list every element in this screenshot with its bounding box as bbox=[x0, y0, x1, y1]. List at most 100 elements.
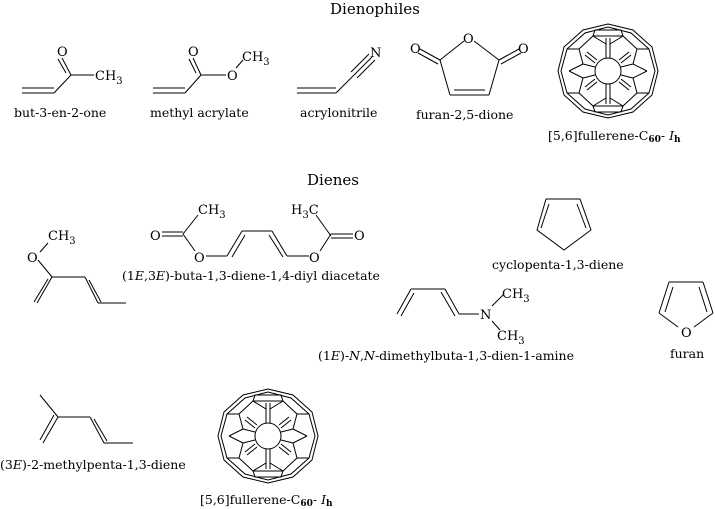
ring-oxygen: O bbox=[681, 326, 692, 341]
bond bbox=[396, 288, 412, 315]
bond bbox=[192, 57, 202, 76]
fullerene-label-bottom: [5,6]fullerene-C60- Ih bbox=[200, 492, 333, 509]
bond bbox=[39, 394, 59, 418]
bond bbox=[231, 234, 246, 258]
bond bbox=[57, 58, 67, 74]
bond bbox=[37, 259, 53, 278]
ether-oxygen: O bbox=[27, 251, 38, 266]
acrylonitrile-structure: N bbox=[297, 46, 381, 94]
bond bbox=[319, 233, 332, 252]
furan-structure: O bbox=[658, 281, 714, 341]
bond bbox=[356, 59, 376, 79]
bond bbox=[39, 242, 49, 253]
dimethylbutadienamine-structure: N CH3 CH3 bbox=[396, 287, 530, 347]
methyl-acrylate-structure: O O CH3 bbox=[153, 45, 270, 94]
ring-oxygen: O bbox=[463, 32, 474, 47]
bond bbox=[419, 48, 441, 61]
cyclopentadiene-label: cyclopenta-1,3-diene bbox=[492, 257, 624, 272]
methoxy-diene-structure: O CH3 bbox=[27, 229, 126, 304]
methylpentadiene-structure bbox=[39, 394, 133, 444]
bond bbox=[315, 214, 332, 237]
ring bbox=[536, 198, 592, 251]
bond bbox=[271, 230, 288, 257]
bond bbox=[444, 288, 460, 315]
but-3-en-2-one-label: but-3-en-2-one bbox=[14, 105, 107, 120]
methyl-group-lower: CH3 bbox=[497, 329, 525, 347]
methyl-group: CH3 bbox=[95, 69, 123, 87]
methyl-acrylate-label: methyl acrylate bbox=[150, 105, 249, 120]
bond bbox=[664, 286, 674, 313]
cyclopentadiene-structure bbox=[536, 198, 592, 251]
bond bbox=[182, 233, 196, 252]
bond bbox=[698, 286, 708, 313]
diacetate-label: (1E,3E)-buta-1,3-diene-1,4-diyl diacetat… bbox=[122, 268, 380, 283]
oxygen-atom: O bbox=[57, 45, 68, 60]
dimethylbutadienamine-label: (1E)-N,N-dimethylbuta-1,3-dien-1-amine bbox=[318, 348, 574, 363]
bond bbox=[353, 56, 373, 76]
methyl-group: CH3 bbox=[242, 50, 270, 68]
bond bbox=[184, 74, 202, 94]
bond bbox=[89, 416, 105, 444]
bond bbox=[268, 234, 284, 258]
bond bbox=[33, 278, 49, 303]
bond bbox=[36, 276, 53, 304]
furan-2,5-dione-label: furan-2,5-dione bbox=[416, 107, 514, 122]
bond bbox=[93, 418, 108, 442]
bond bbox=[417, 52, 439, 65]
bond bbox=[693, 312, 714, 328]
bond bbox=[473, 40, 500, 61]
furan-2,5-dione-structure: O O O bbox=[410, 32, 529, 96]
bond bbox=[53, 74, 72, 94]
methylpentadiene-label: (3E)-2-methylpenta-1,3-diene bbox=[0, 457, 186, 472]
fullerene-structure-bottom bbox=[217, 388, 319, 484]
bond bbox=[84, 276, 99, 304]
carbonyl-oxygen-right: O bbox=[354, 229, 365, 244]
bond bbox=[439, 59, 451, 96]
dienophiles-heading: Dienophiles bbox=[330, 0, 420, 18]
bond bbox=[540, 203, 550, 229]
bond bbox=[498, 48, 520, 61]
diacetate-structure: O O O O CH3 H3C bbox=[150, 203, 365, 266]
bond bbox=[500, 52, 522, 65]
methyl-group-upper: CH3 bbox=[502, 287, 530, 305]
carbonyl-oxygen-right: O bbox=[518, 42, 529, 57]
bond bbox=[235, 59, 244, 69]
bond bbox=[335, 74, 355, 94]
bond bbox=[488, 59, 500, 96]
fullerene-cage bbox=[557, 23, 659, 119]
bond bbox=[42, 416, 59, 444]
methyl-group-left: CH3 bbox=[198, 203, 226, 221]
carbonyl-oxygen-left: O bbox=[150, 229, 161, 244]
bond bbox=[39, 414, 55, 441]
bond bbox=[440, 291, 456, 317]
bond bbox=[182, 214, 199, 235]
bond bbox=[88, 279, 102, 303]
ester-oxygen-right: O bbox=[309, 251, 320, 266]
dienes-heading: Dienes bbox=[307, 171, 359, 189]
bond bbox=[576, 203, 587, 229]
bond bbox=[400, 292, 415, 317]
bond bbox=[491, 320, 501, 331]
bond bbox=[658, 281, 670, 314]
bond bbox=[61, 57, 72, 76]
fullerene-cage bbox=[217, 388, 319, 484]
methyl-group: CH3 bbox=[48, 229, 76, 247]
nitrogen-atom: N bbox=[480, 308, 491, 323]
carbonyl-oxygen-left: O bbox=[410, 42, 421, 57]
but-3-en-2-one-structure: O CH3 bbox=[22, 45, 123, 94]
fullerene-structure-top bbox=[557, 23, 659, 119]
bond bbox=[491, 294, 504, 307]
methyl-group-right: H3C bbox=[291, 203, 319, 221]
nitrogen-atom: N bbox=[370, 46, 381, 61]
bond bbox=[702, 281, 714, 314]
fullerene-label-top: [5,6]fullerene-C60- Ih bbox=[548, 128, 681, 145]
bond bbox=[350, 53, 370, 73]
ester-oxygen: O bbox=[227, 69, 238, 84]
acrylonitrile-label: acrylonitrile bbox=[300, 105, 378, 120]
bond bbox=[188, 58, 197, 74]
bond bbox=[658, 312, 679, 328]
furan-label: furan bbox=[670, 346, 705, 361]
carbonyl-oxygen: O bbox=[188, 45, 199, 60]
ester-oxygen-left: O bbox=[194, 251, 205, 266]
bond bbox=[226, 230, 243, 257]
